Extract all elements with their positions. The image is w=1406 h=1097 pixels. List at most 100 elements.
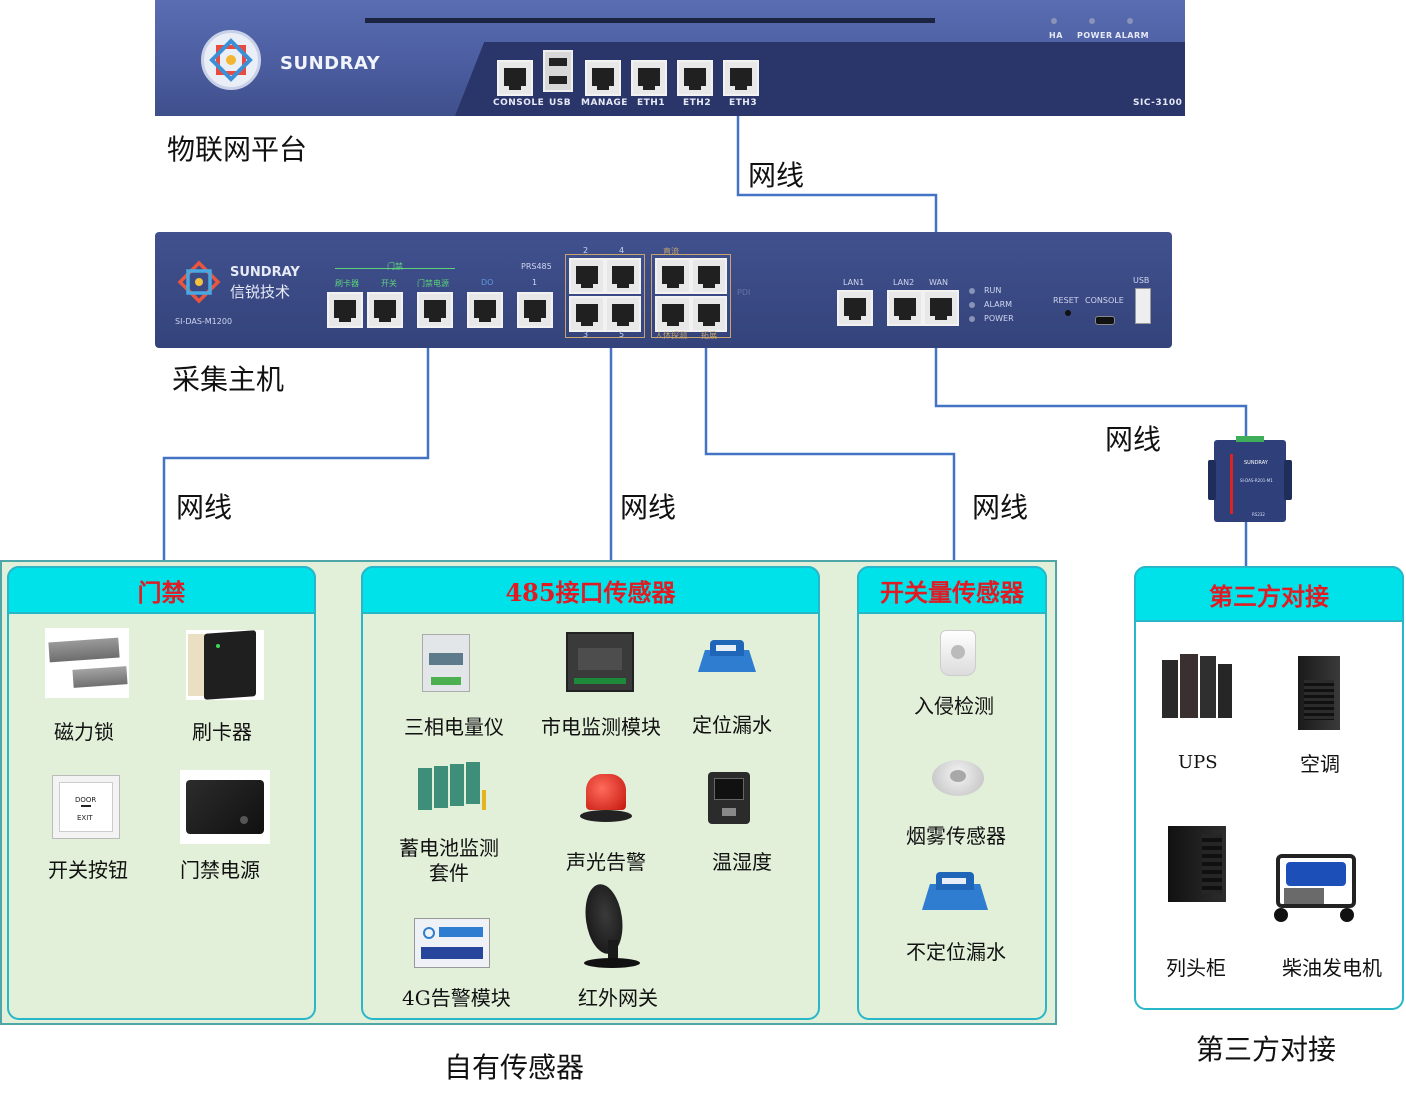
air-conditioner-icon — [1298, 656, 1340, 730]
host-label-human: 人体探测 — [655, 331, 687, 340]
door-item-magnetic-lock: 磁力锁 — [54, 720, 114, 744]
door-power-icon — [180, 770, 270, 844]
iot-platform-device: SUNDRAY CONSOLE USB MANAGE ETH1 ETH2 ETH… — [155, 0, 1185, 116]
wire-host-to-door — [162, 348, 430, 560]
host-brand-en: SUNDRAY — [230, 265, 300, 280]
led-ha — [1051, 18, 1057, 24]
host-port-rs485-2 — [569, 258, 605, 294]
rs485-item-4g-alarm: 4G告警模块 — [402, 986, 511, 1010]
host-port-ai-3 — [655, 296, 691, 332]
host-brand-cn: 信锐技术 — [230, 283, 291, 301]
exit-button-icon: DOOR EXIT — [52, 775, 120, 839]
led-label-alarm: ALARM — [1115, 31, 1150, 40]
port-label-eth1: ETH1 — [637, 98, 666, 108]
host-label-run: RUN — [984, 286, 1002, 295]
converter-stripe — [1230, 454, 1233, 514]
host-group-door-bracket — [335, 268, 455, 275]
switch-item-smoke: 烟雾传感器 — [906, 824, 1006, 848]
host-label-expand: 拓展 — [701, 331, 717, 340]
converter-ear-left — [1208, 460, 1216, 500]
sundray-logo-icon — [201, 30, 261, 90]
host-port-rs485-5 — [605, 296, 641, 332]
switch-item-intrusion: 入侵检测 — [914, 694, 994, 718]
wire-host-to-switch — [704, 348, 956, 560]
host-label-prs485: PRS485 — [521, 262, 552, 271]
bezel-dark — [455, 42, 1185, 116]
host-label-lan1: LAN1 — [843, 278, 865, 287]
host-rs485-block — [565, 254, 645, 338]
third-item-air-conditioner: 空调 — [1300, 752, 1340, 776]
host-label-power: POWER — [984, 314, 1014, 323]
host-label-dc: 直流 — [663, 247, 679, 256]
switch-item-non-positioning-leak: 不定位漏水 — [906, 940, 1006, 964]
host-label-1: 1 — [532, 278, 538, 287]
host-port-rs485-4 — [605, 258, 641, 294]
led-label-power: POWER — [1077, 31, 1113, 40]
platform-port-eth1 — [631, 60, 667, 96]
host-led-power — [969, 316, 975, 322]
host-led-alarm — [969, 302, 975, 308]
led-alarm — [1127, 18, 1133, 24]
host-label-do: DO — [481, 278, 494, 287]
host-port-do — [467, 292, 503, 328]
port-label-eth3: ETH3 — [729, 98, 758, 108]
host-logo-icon — [177, 260, 221, 304]
diesel-generator-icon — [1270, 848, 1362, 924]
host-port-lan1 — [837, 290, 873, 326]
wire-label-converter: 网线 — [1105, 423, 1162, 456]
host-extra-block — [651, 254, 731, 338]
host-label: 采集主机 — [172, 363, 285, 396]
third-item-column-cabinet: 列头柜 — [1166, 956, 1226, 980]
converter-model: SI-DAS-R201-M1 — [1240, 478, 1273, 483]
wire-host-to-converter — [934, 348, 1248, 440]
host-port-ai-1 — [655, 258, 691, 294]
rs485-item-temp-humidity: 温湿度 — [712, 850, 772, 874]
thermo-hygrometer-icon — [708, 772, 750, 824]
led-power — [1089, 18, 1095, 24]
host-label-door-power: 门禁电源 — [417, 279, 449, 288]
door-item-door-power: 门禁电源 — [180, 858, 260, 882]
platform-brand: SUNDRAY — [280, 53, 381, 74]
host-reset-hole — [1065, 310, 1071, 316]
host-label-pdi: PDI — [737, 288, 751, 297]
leak-detector-icon — [698, 636, 756, 678]
exit-button-text-door: DOOR — [75, 796, 97, 804]
platform-port-eth2 — [677, 60, 713, 96]
rs485-item-audible-alarm: 声光告警 — [566, 850, 646, 874]
host-port-door-power — [417, 292, 453, 328]
platform-label: 物联网平台 — [167, 133, 308, 166]
column-cabinet-icon — [1168, 826, 1226, 902]
converter-foot: RS232 — [1252, 512, 1265, 517]
rs485-section-title: 485接口传感器 — [361, 566, 820, 614]
platform-model: SIC-3100 — [1133, 98, 1183, 108]
converter-brand: SUNDRAY — [1244, 460, 1268, 466]
host-port-card-reader — [327, 292, 363, 328]
converter-ear-right — [1284, 460, 1292, 500]
magnetic-lock-icon — [45, 628, 129, 698]
platform-port-usb — [543, 50, 573, 92]
host-label-lan2: LAN2 — [893, 278, 915, 287]
host-rs485-num-4: 4 — [619, 246, 625, 255]
rs485-item-battery-monitor: 蓄电池监测套件 — [399, 836, 499, 885]
platform-port-eth3 — [723, 60, 759, 96]
door-item-exit-button: 开关按钮 — [48, 858, 128, 882]
collection-host-device: SUNDRAY 信锐技术 SI-DAS-M1200 门禁 刷卡器 开关 门禁电源… — [155, 232, 1172, 348]
host-port-ai-2 — [691, 258, 727, 294]
host-label-alarm: ALARM — [984, 300, 1013, 309]
non-positioning-leak-icon — [922, 870, 988, 914]
platform-port-manage — [585, 60, 621, 96]
converter-terminal — [1236, 436, 1264, 442]
rs485-item-energy-meter: 三相电量仪 — [404, 715, 504, 739]
host-group-door: 门禁 — [387, 262, 403, 271]
rs485-item-mains-monitor: 市电监测模块 — [541, 715, 661, 739]
port-label-usb: USB — [549, 98, 572, 108]
host-port-rs485-3 — [569, 296, 605, 332]
third-party-section-title: 第三方对接 — [1134, 566, 1404, 622]
rs485-item-infrared-gateway: 红外网关 — [578, 986, 658, 1010]
key-icon — [81, 805, 91, 811]
host-usb-port — [1135, 288, 1151, 324]
third-item-ups: UPS — [1178, 752, 1218, 773]
third-item-diesel-generator: 柴油发电机 — [1282, 956, 1382, 980]
mains-monitor-icon — [566, 632, 634, 692]
third-party-label: 第三方对接 — [1196, 1033, 1337, 1066]
